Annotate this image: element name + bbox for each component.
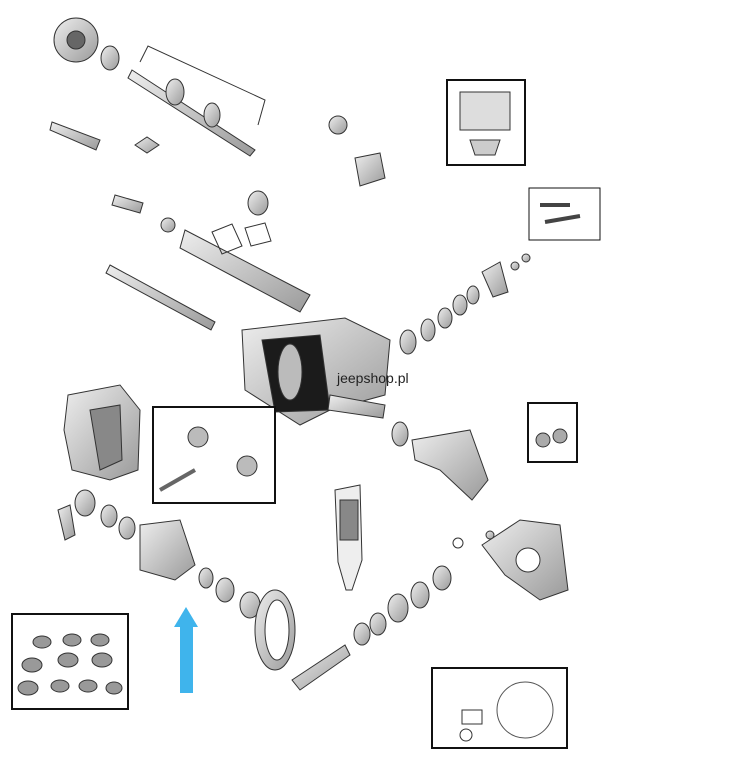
stub-shaft[interactable] <box>49 121 160 154</box>
inset-shift-fork-kit[interactable] <box>446 79 526 166</box>
differential-cover[interactable] <box>63 384 141 481</box>
differential-housing[interactable] <box>241 317 391 426</box>
steering-knuckle[interactable] <box>452 519 569 601</box>
inset-vacuum-disconnect-kit[interactable] <box>431 667 568 749</box>
inset-bolt-kit[interactable] <box>528 187 601 241</box>
axle-shaft-assembly[interactable] <box>127 45 266 157</box>
differential-carrier[interactable] <box>57 489 261 619</box>
side-bearings[interactable] <box>399 253 531 355</box>
highlight-arrow <box>174 607 198 693</box>
wheel-hub[interactable] <box>53 17 120 71</box>
pinion-gear[interactable] <box>291 565 452 691</box>
axle-tube[interactable] <box>179 190 311 313</box>
ring-gear[interactable] <box>254 589 296 671</box>
inset-ball-joints[interactable] <box>527 402 578 463</box>
intermediate-shaft[interactable] <box>111 194 176 233</box>
watermark: jeepshop.pl <box>337 370 409 386</box>
shift-actuator[interactable] <box>328 115 386 187</box>
inset-spider-gear-kit[interactable] <box>152 406 276 504</box>
inset-bearing-kit[interactable] <box>11 613 129 710</box>
sealant-tube[interactable] <box>334 484 363 591</box>
right-axle-tube[interactable] <box>391 421 489 501</box>
inner-axle-shaft[interactable] <box>105 264 216 331</box>
